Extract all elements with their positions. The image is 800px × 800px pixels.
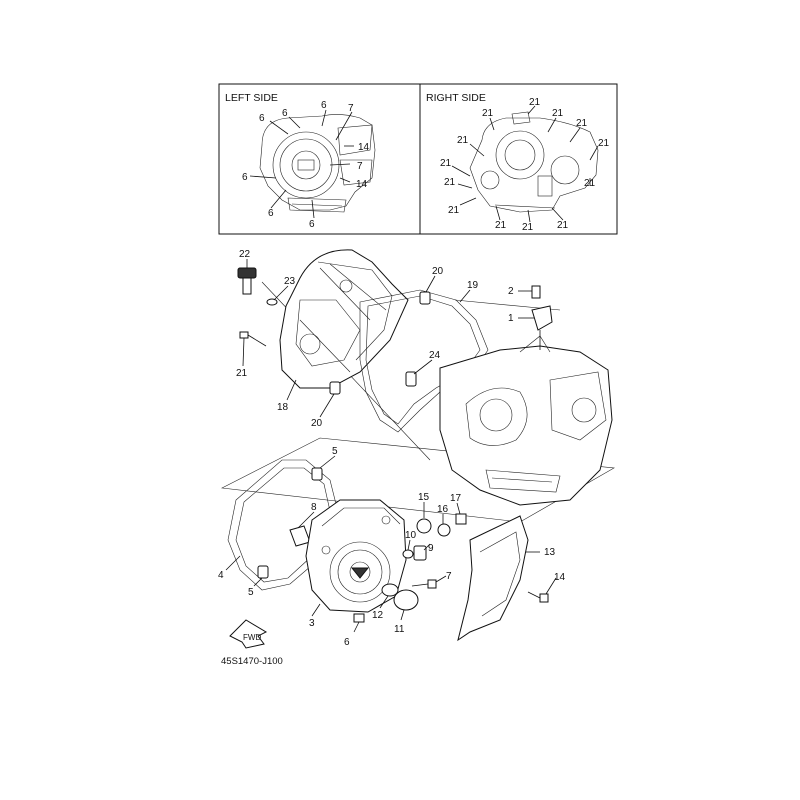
- callout-15: 15: [418, 492, 430, 503]
- collar: [405, 371, 417, 387]
- callout-5: 5: [332, 446, 338, 457]
- o-ring: [402, 549, 414, 559]
- callout-22: 22: [239, 249, 251, 260]
- callout-21: 21: [444, 177, 456, 188]
- bolt: [527, 591, 549, 603]
- callout-7: 7: [446, 571, 452, 582]
- washer: [416, 518, 432, 534]
- fwd-label: FWD: [243, 633, 261, 642]
- callout-21: 21: [598, 138, 610, 149]
- drawing-code: 45S1470-J100: [221, 656, 283, 667]
- main-callout-lines: [225, 259, 557, 621]
- oil-filler-plug: [237, 267, 257, 295]
- callout-6: 6: [242, 172, 248, 183]
- callout-14: 14: [358, 142, 370, 153]
- clip: [455, 513, 467, 525]
- callout-14: 14: [554, 572, 566, 583]
- callout-21: 21: [522, 222, 534, 233]
- bolt: [531, 285, 541, 299]
- callout-5: 5: [248, 587, 254, 598]
- callout-2: 2: [508, 286, 514, 297]
- callout-24: 24: [429, 350, 441, 361]
- callout-21: 21: [440, 158, 452, 169]
- callout-3: 3: [309, 618, 315, 629]
- callout-13: 13: [544, 547, 556, 558]
- bolt: [353, 613, 365, 633]
- sensor: [531, 305, 553, 350]
- callout-14: 14: [356, 179, 368, 190]
- callout-19: 19: [467, 280, 479, 291]
- left-side-engine-illustration: [259, 114, 376, 213]
- side-cover: [457, 515, 529, 642]
- o-ring: [381, 583, 399, 597]
- callout-6: 6: [321, 100, 327, 111]
- dowel-pin: [329, 381, 341, 395]
- inset-frame: [218, 83, 618, 235]
- gasket-inner: [365, 295, 481, 425]
- callout-8: 8: [311, 502, 317, 513]
- callout-17: 17: [450, 493, 462, 504]
- callout-1: 1: [508, 313, 514, 324]
- bracket: [289, 525, 311, 547]
- callout-21: 21: [557, 220, 569, 231]
- callout-21: 21: [529, 97, 541, 108]
- callout-6: 6: [344, 637, 350, 648]
- dowel-pin: [419, 291, 431, 305]
- callout-21: 21: [457, 135, 469, 146]
- callout-12: 12: [372, 610, 384, 621]
- callout-21: 21: [495, 220, 507, 231]
- callout-20: 20: [311, 418, 323, 429]
- callout-10: 10: [405, 530, 417, 541]
- callout-9: 9: [428, 543, 434, 554]
- main-callouts: 22 23 21 18 20 20 19 24 2 1 5 8 4 5 3 6 …: [218, 249, 566, 648]
- right-side-engine-illustration: [469, 111, 599, 213]
- callout-7: 7: [357, 161, 363, 172]
- callout-21: 21: [576, 118, 588, 129]
- left-inset-callouts: 6 6 6 7 14 7 6 14 6 6: [242, 100, 370, 230]
- forward-arrow-icon: FWD: [229, 619, 268, 649]
- callout-21: 21: [448, 205, 460, 216]
- crankcase-cover: [279, 249, 409, 389]
- callout-21: 21: [552, 108, 564, 119]
- left-side-title: LEFT SIDE: [225, 92, 278, 104]
- right-inset-callouts: 21 21 21 21 21 21 21 21 21 21 21 21 21: [440, 97, 610, 233]
- o-ring: [266, 298, 278, 306]
- callout-21: 21: [584, 178, 596, 189]
- callout-20: 20: [432, 266, 444, 277]
- right-side-title: RIGHT SIDE: [426, 92, 486, 104]
- callout-6: 6: [268, 208, 274, 219]
- callout-6: 6: [282, 108, 288, 119]
- callout-16: 16: [437, 504, 449, 515]
- callout-18: 18: [277, 402, 289, 413]
- callout-23: 23: [284, 276, 296, 287]
- crankcase-engine-block: [439, 335, 613, 506]
- bolt: [411, 579, 437, 589]
- callout-4: 4: [218, 570, 224, 581]
- callout-21: 21: [236, 368, 248, 379]
- plug-cap: [393, 589, 419, 611]
- plug: [437, 523, 451, 537]
- cap: [413, 545, 427, 561]
- callout-6: 6: [309, 219, 315, 230]
- callout-7: 7: [348, 103, 354, 114]
- dowel-pin: [257, 565, 269, 579]
- callout-11: 11: [394, 624, 405, 635]
- dowel-pin: [311, 467, 323, 481]
- generator-cover: [305, 499, 407, 613]
- callout-6: 6: [259, 113, 265, 124]
- callout-21: 21: [482, 108, 494, 119]
